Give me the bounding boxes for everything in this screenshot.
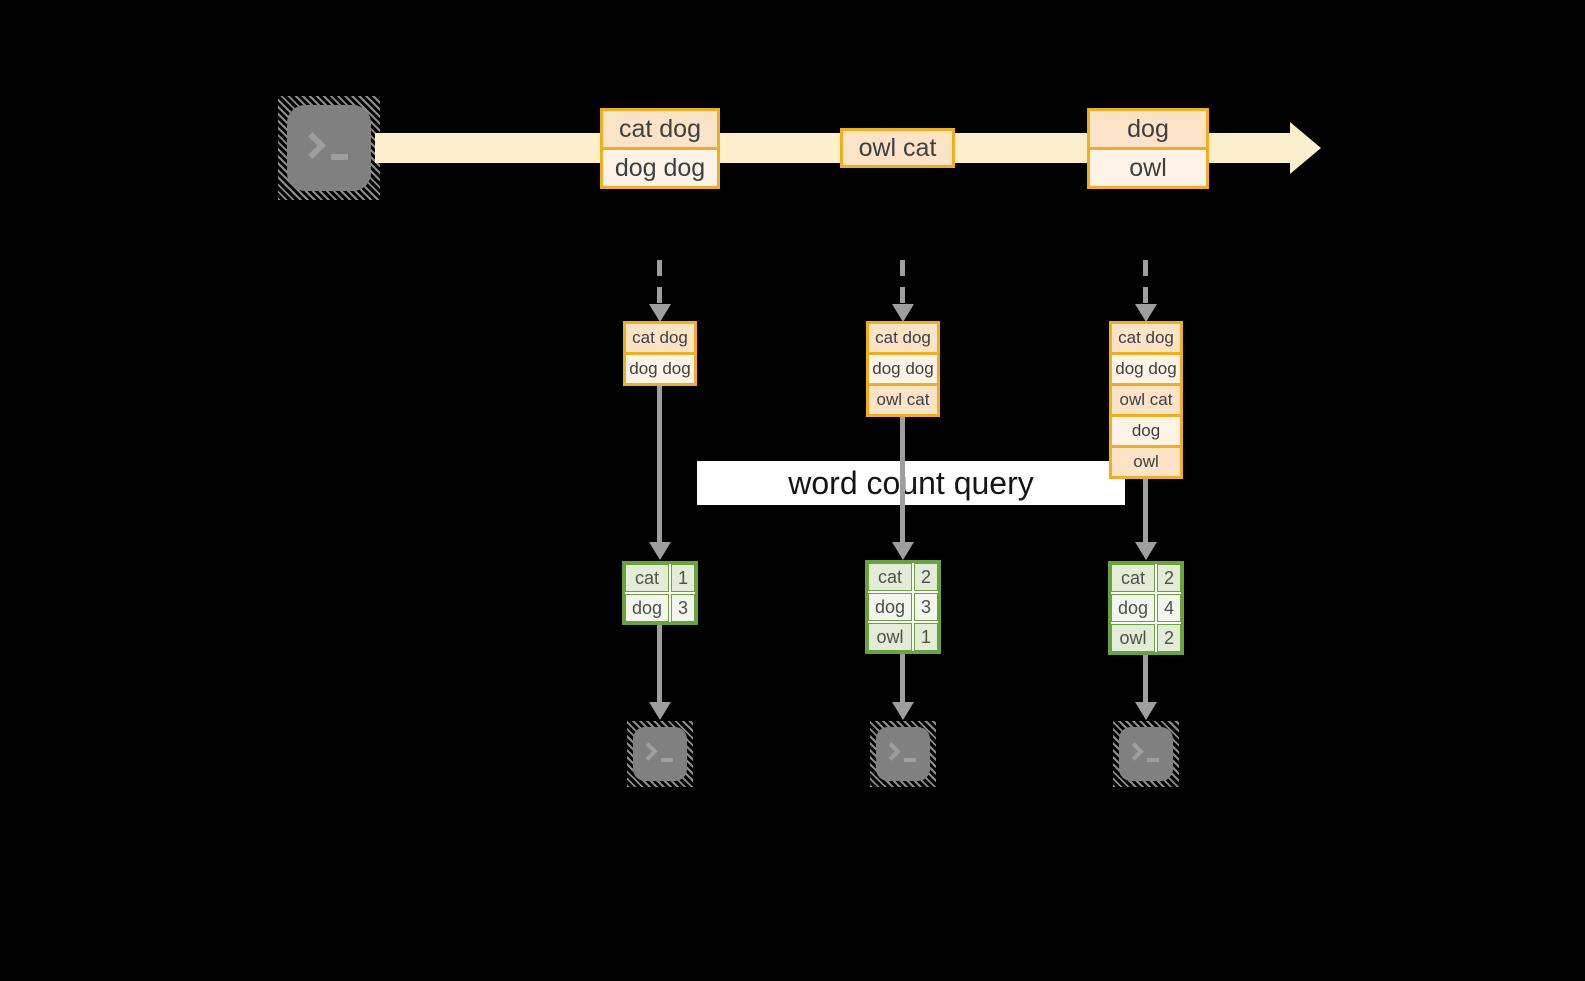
output-arrow-line [1143, 655, 1148, 702]
output-arrowhead-icon [649, 702, 671, 720]
input-row: dog dog [1112, 352, 1180, 383]
terminal-icon [287, 105, 371, 191]
input-row: dog dog [869, 352, 937, 383]
terminal-icon [1119, 727, 1173, 781]
query-banner: word count query [697, 461, 1125, 505]
query-arrow-line [657, 386, 662, 542]
output-arrow-line [900, 654, 905, 702]
input-row: owl cat [869, 383, 937, 414]
result-word: dog [868, 593, 912, 621]
stream-record: dog [1090, 111, 1206, 147]
prompt-underscore-icon [904, 758, 916, 762]
input-table-2: cat dog dog dog owl cat [866, 321, 940, 417]
result-word: dog [1111, 594, 1155, 622]
output-arrowhead-icon [892, 702, 914, 720]
stream-record: owl [1090, 147, 1206, 186]
stream-batch-3: dog owl [1087, 108, 1209, 189]
prompt-chevron-icon [882, 742, 901, 761]
stream-record: cat dog [603, 111, 717, 147]
stream-batch-2: owl cat [840, 128, 955, 168]
result-word: dog [625, 594, 669, 622]
terminal-icon [876, 727, 930, 781]
result-word: cat [868, 563, 912, 591]
prompt-underscore-icon [331, 154, 348, 160]
query-arrow-line [1143, 479, 1148, 542]
prompt-underscore-icon [1147, 758, 1159, 762]
input-row: owl [1112, 445, 1180, 476]
input-row: owl cat [1112, 383, 1180, 414]
input-row: cat dog [869, 324, 937, 352]
query-arrowhead-icon [649, 542, 671, 560]
result-word: owl [1111, 624, 1155, 652]
output-arrowhead-icon [1135, 702, 1157, 720]
prompt-chevron-icon [639, 742, 658, 761]
result-word: cat [1111, 564, 1155, 592]
trigger-arrowhead-icon [649, 304, 671, 322]
prompt-underscore-icon [661, 758, 673, 762]
result-table-3: cat 2 dog 4 owl 2 [1108, 561, 1184, 655]
query-arrowhead-icon [892, 542, 914, 560]
input-table-1: cat dog dog dog [623, 321, 697, 386]
result-count: 1 [671, 564, 695, 592]
prompt-chevron-icon [1125, 742, 1144, 761]
input-row: dog dog [626, 352, 694, 383]
result-word: owl [868, 623, 912, 651]
result-count: 1 [914, 623, 938, 651]
trigger-arrow-line [1143, 260, 1148, 304]
result-word: cat [625, 564, 669, 592]
query-arrow-line [900, 417, 905, 542]
stream-record: dog dog [603, 147, 717, 186]
input-row: dog [1112, 414, 1180, 445]
stream-arrowhead-icon [1290, 122, 1321, 174]
output-arrow-line [657, 625, 662, 702]
input-row: cat dog [626, 324, 694, 352]
result-count: 2 [914, 563, 938, 591]
result-table-2: cat 2 dog 3 owl 1 [865, 560, 941, 654]
trigger-arrowhead-icon [1135, 304, 1157, 322]
result-table-1: cat 1 dog 3 [622, 561, 698, 625]
sink-terminal-icon [627, 721, 693, 787]
sink-terminal-icon [870, 721, 936, 787]
trigger-arrow-line [900, 260, 905, 304]
prompt-chevron-icon [299, 131, 326, 159]
stream-source-terminal-icon [278, 96, 380, 200]
result-count: 3 [671, 594, 695, 622]
terminal-icon [633, 727, 687, 781]
input-row: cat dog [1112, 324, 1180, 352]
query-arrowhead-icon [1135, 542, 1157, 560]
trigger-arrowhead-icon [892, 304, 914, 322]
result-count: 3 [914, 593, 938, 621]
input-table-3: cat dog dog dog owl cat dog owl [1109, 321, 1183, 479]
result-count: 2 [1157, 624, 1181, 652]
stream-record: owl cat [843, 131, 952, 165]
result-count: 4 [1157, 594, 1181, 622]
stream-batch-1: cat dog dog dog [600, 108, 720, 189]
sink-terminal-icon [1113, 721, 1179, 787]
trigger-arrow-line [657, 260, 662, 304]
result-count: 2 [1157, 564, 1181, 592]
